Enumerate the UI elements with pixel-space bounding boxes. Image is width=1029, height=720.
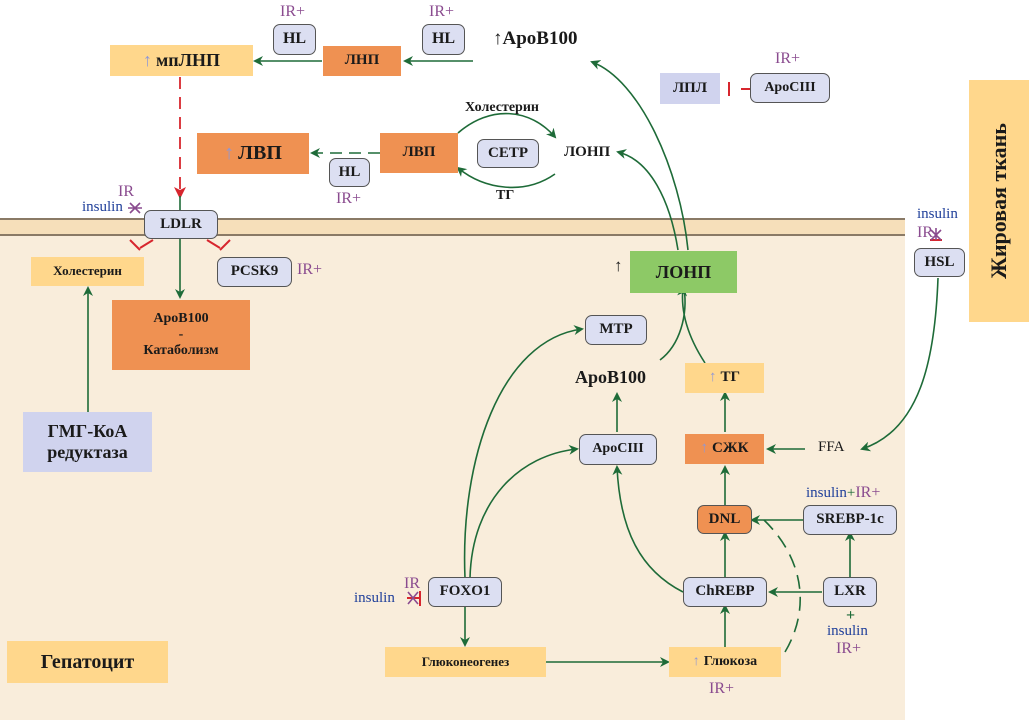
apob100-label-top: ↑ApoB100 xyxy=(493,28,578,49)
up-arrow-icon: ↑ xyxy=(708,369,717,386)
arrow-vldl-to-vldl-out xyxy=(616,149,679,251)
apociii-out-protein: ApoCIII xyxy=(750,73,830,103)
ldlr-receptor: LDLR xyxy=(144,210,218,239)
plus-sign: + xyxy=(846,485,856,501)
ir-label: IR xyxy=(917,224,933,241)
apob-catabolism-line2: - xyxy=(178,326,184,342)
adipose-label-text: Жировая ткань xyxy=(986,123,1011,279)
apob-catabolism-box: ApoB100 - Катаболизм xyxy=(112,300,250,370)
cholesterol-box: Холестерин xyxy=(31,257,144,286)
x-mark-hsl xyxy=(930,228,942,241)
mtp-protein: MTP xyxy=(585,315,647,345)
glucose-box: ↑ Глюкоза xyxy=(669,647,781,677)
ir-label: IR+ xyxy=(855,484,881,501)
up-arrow-icon: ↑ xyxy=(142,50,152,71)
ir-label: IR+ xyxy=(297,261,323,278)
tg-box: ↑ ТГ xyxy=(685,363,764,393)
ir-label: IR+ xyxy=(836,640,862,657)
asterisk-ldlr xyxy=(128,202,142,214)
arrow-apob100-to-vldl xyxy=(659,287,686,361)
insulin-label: insulin xyxy=(917,206,958,222)
arrow-cholesterol-transfer xyxy=(457,112,557,139)
apob-catabolism-line1: ApoB100 xyxy=(153,310,209,326)
up-arrow-icon: ↑ xyxy=(614,256,623,275)
ir-label: IR+ xyxy=(775,50,801,67)
ir-label: IR+ xyxy=(280,3,306,20)
adipose-tissue-label: Жировая ткань xyxy=(969,80,1029,322)
inhibit-cholesterol-ldlr xyxy=(129,239,154,251)
vldl-box: ЛОНП xyxy=(630,251,737,293)
hmgcoa-reductase-box: ГМГ-КоА редуктаза xyxy=(23,412,152,472)
ir-label: IR+ xyxy=(429,3,455,20)
arrow-foxo1-to-apociii xyxy=(469,444,579,579)
hl-enzyme: HL xyxy=(329,158,370,187)
cholesterol-transfer-label: Холестерин xyxy=(465,100,539,115)
inhibit-pcsk9-ldlr xyxy=(206,239,231,251)
arrow-glucose-to-dnl-dashed xyxy=(763,519,801,653)
ir-label: IR xyxy=(404,575,420,592)
insulin-label: insulin xyxy=(806,485,847,501)
arrow-vldl-to-apob100 xyxy=(590,60,689,251)
arrow-tg-to-vldl xyxy=(677,286,706,364)
sdldl-box: ↑ мпЛНП xyxy=(110,45,253,76)
ffa-cell-box: ↑ СЖК xyxy=(685,434,764,464)
up-arrow-icon: ↑ xyxy=(700,440,708,457)
lxr-protein: LXR xyxy=(823,577,877,607)
vldl-out-label: ЛОНП xyxy=(564,144,611,160)
apob-catabolism-line3: Катаболизм xyxy=(143,343,219,359)
glucose-label: Глюкоза xyxy=(703,653,758,669)
hmgcoa-line1: ГМГ-КоА xyxy=(47,421,128,442)
ir-label: IR xyxy=(118,183,134,200)
up-arrow-icon: ↑ xyxy=(493,28,503,49)
x-mark-foxo1 xyxy=(407,591,419,605)
hmgcoa-line2: редуктаза xyxy=(47,442,128,462)
hl-enzyme: HL xyxy=(422,24,465,55)
dnl-box: DNL xyxy=(697,505,752,534)
gluconeogenesis-box: Глюконеогенез xyxy=(385,647,546,677)
hdl-label: ЛВП xyxy=(238,142,282,164)
tg-label: ТГ xyxy=(720,369,741,386)
hepatocyte-label: Гепатоцит xyxy=(7,641,168,683)
arrow-foxo1-to-mtp xyxy=(463,325,584,579)
plus-sign: + xyxy=(846,607,856,624)
cetp-protein: CETP xyxy=(477,139,539,168)
ir-label: IR+ xyxy=(709,680,735,697)
cell-membrane xyxy=(0,218,905,236)
srebp-regulators: insulin+IR+ xyxy=(806,484,880,502)
arrow-tg-transfer xyxy=(456,166,556,189)
apob100-label: ApoB100 xyxy=(575,367,647,387)
srebp1c-protein: SREBP-1c xyxy=(803,505,897,535)
foxo1-protein: FOXO1 xyxy=(428,577,502,607)
hdl-box: ЛВП xyxy=(380,133,458,173)
hsl-enzyme: HSL xyxy=(914,248,965,277)
lpl-box: ЛПЛ xyxy=(660,73,720,104)
up-arrow-icon: ↑ xyxy=(692,653,700,669)
insulin-label: insulin xyxy=(354,590,395,606)
ir-label: IR+ xyxy=(336,190,362,207)
apociii-protein: ApoCIII xyxy=(579,434,657,465)
tg-transfer-label: ТГ xyxy=(496,188,515,203)
sdldl-label: мпЛНП xyxy=(155,50,221,71)
insulin-label: insulin xyxy=(827,623,868,639)
ffa-cell-label: СЖК xyxy=(711,440,749,457)
chrebp-protein: ChREBP xyxy=(683,577,767,607)
ffa-label: FFA xyxy=(818,439,845,455)
up-arrow-icon: ↑ xyxy=(224,142,235,164)
pcsk9-protein: PCSK9 xyxy=(217,257,292,287)
hl-enzyme: HL xyxy=(273,24,316,55)
arrow-chrebp-to-apociii xyxy=(612,465,684,593)
insulin-label: insulin xyxy=(82,199,123,215)
hdl-big-box: ↑ ЛВП xyxy=(197,133,309,174)
arrow-hsl-to-ffa xyxy=(860,277,939,452)
ldl-box: ЛНП xyxy=(323,46,401,76)
